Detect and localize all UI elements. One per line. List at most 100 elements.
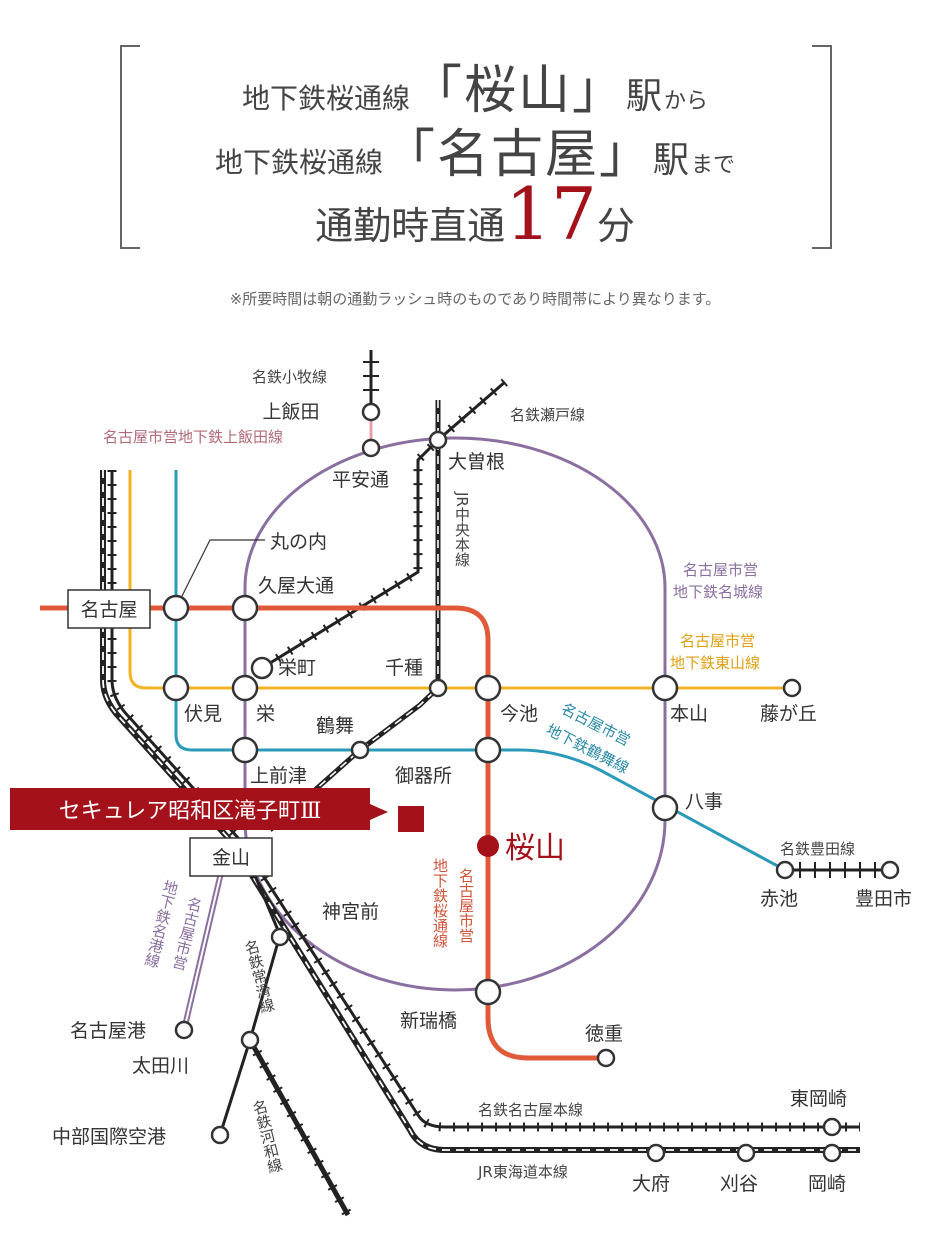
label-sakurayama: 桜山: [505, 831, 565, 866]
line-label-tokoname: 名鉄常滑線: [241, 938, 277, 1015]
station-nagoya-box: [67, 589, 151, 629]
line-label-meitetsu-honsen: 名鉄名古屋本線: [478, 1101, 583, 1119]
label-akaike: 赤池: [760, 888, 798, 910]
station-obu: [646, 1143, 666, 1163]
label-centrair: 中部国際空港: [52, 1126, 166, 1148]
property-pointer: [370, 804, 388, 820]
line-label-komaki: 名鉄小牧線: [252, 368, 327, 386]
station-yagoto: [651, 794, 679, 822]
label-otagawa: 太田川: [132, 1055, 189, 1077]
station-imaike: [474, 674, 502, 702]
label-jingu-mae: 神宮前: [322, 901, 379, 923]
station-higashi-okazaki: [822, 1117, 842, 1137]
label-ozone: 大曽根: [448, 451, 505, 473]
label-tsurumai: 鶴舞: [316, 715, 354, 737]
station-kanayama-box: [189, 837, 273, 877]
line-label-seto: 名鉄瀬戸線: [510, 406, 585, 424]
label-kamiiida: 上飯田: [262, 401, 319, 423]
station-toyotashi: [880, 860, 900, 880]
station-kariya: [736, 1143, 756, 1163]
label-motoyama: 本山: [670, 703, 708, 725]
label-higashi-okazaki: 東岡崎: [790, 1088, 847, 1110]
line-label-meijo-2: 地下鉄名城線: [673, 583, 763, 601]
station-nagoya-label: 名古屋: [80, 599, 137, 621]
label-okazaki: 岡崎: [808, 1173, 846, 1195]
meitetsu-tokoname-line: [218, 839, 282, 1136]
label-kariya: 刈谷: [720, 1173, 758, 1195]
line-label-kamiiida: 名古屋市営地下鉄上飯田線: [103, 428, 283, 446]
label-nagoyako: 名古屋港: [70, 1020, 146, 1042]
station-hisaya-odori: [231, 594, 259, 622]
line-label-sakura-dori-1: 名古屋市営: [457, 868, 475, 943]
headline-line1: 地下鉄桜通線「桜山」駅から: [241, 61, 709, 121]
meijo-line: [243, 436, 667, 992]
property-banner: [10, 788, 370, 830]
jr-chuo-line: [268, 400, 441, 832]
minutes-value: 17: [505, 172, 597, 256]
label-kamimaezu: 上前津: [250, 765, 307, 787]
headline-line2: 地下鉄桜通線「名古屋」駅まで: [214, 125, 736, 185]
station-shinmizuho: [474, 978, 502, 1006]
meitetsu-kowa-line: [245, 1037, 353, 1218]
label-obu: 大府: [632, 1173, 670, 1195]
label-shinmizuho: 新瑞橋: [400, 1010, 457, 1032]
station-centrair: [210, 1125, 230, 1145]
label-heian-dori: 平安通: [332, 469, 389, 491]
meitetsu-seto-line: [259, 378, 508, 672]
station-kamiiida: [361, 402, 381, 422]
station-jingu-mae: [270, 927, 290, 947]
label-fujigaoka: 藤が丘: [760, 703, 817, 725]
station-chikusa: [428, 678, 448, 698]
station-akaike: [775, 860, 795, 880]
label-yagoto: 八事: [685, 791, 723, 813]
station-okazaki: [822, 1143, 842, 1163]
station-nagoyako: [174, 1020, 194, 1040]
header: 地下鉄桜通線「桜山」駅から 地下鉄桜通線「名古屋」駅まで 通勤時直通17分 ※所…: [0, 0, 950, 320]
station-ozone: [428, 430, 448, 450]
station-otagawa: [240, 1030, 260, 1050]
meitetsu-komaki-line: [363, 350, 379, 412]
left-bracket: [120, 45, 140, 249]
station-gokiso: [474, 736, 502, 764]
line-label-higashiyama-2: 地下鉄東山線: [670, 654, 760, 672]
station-fujigaoka: [782, 678, 802, 698]
station-heian-dori: [361, 438, 381, 458]
label-sakae: 栄: [256, 703, 275, 725]
right-bracket: [812, 45, 832, 249]
station-sakurayama: [477, 835, 499, 857]
label-toyotashi: 豊田市: [855, 888, 912, 910]
line-label-kowa: 名鉄河和線: [249, 1098, 285, 1175]
property-marker: [398, 806, 424, 832]
station-marunouchi: [162, 594, 190, 622]
label-imaike: 今池: [500, 703, 538, 725]
line-label-jr-chuo: JR中央本線: [453, 491, 471, 567]
label-chikusa: 千種: [385, 657, 423, 679]
station-tsurumai: [350, 740, 370, 760]
label-marunouchi: 丸の内: [270, 531, 327, 553]
station-motoyama: [651, 674, 679, 702]
station-sakae-machi: [250, 656, 274, 680]
line-label-toyota: 名鉄豊田線: [780, 840, 855, 858]
station-tokushige: [596, 1048, 616, 1068]
label-tokushige: 徳重: [585, 1023, 623, 1045]
sakura-dori-line: [40, 605, 606, 1061]
label-sakae-machi: 栄町: [278, 657, 316, 679]
station-kanayama-label: 金山: [212, 847, 250, 869]
tsurumai-line: [174, 470, 786, 872]
label-hisaya-odori: 久屋大通: [258, 575, 334, 597]
higashiyama-line: [128, 470, 792, 690]
station-kamimaezu: [231, 736, 259, 764]
line-label-meijo-1: 名古屋市営: [683, 561, 758, 579]
station-fushimi: [162, 674, 190, 702]
meitetsu-toyota-line: [785, 862, 890, 878]
label-gokiso: 御器所: [395, 765, 452, 787]
label-fushimi: 伏見: [184, 703, 222, 725]
line-label-sakura-dori-2: 地下鉄桜通線: [431, 858, 449, 948]
footnote: ※所要時間は朝の通勤ラッシュ時のものであり時間帯により異なります。: [229, 290, 721, 308]
station-sakae: [231, 674, 259, 702]
line-label-jr-tokaido: JR東海道本線: [477, 1163, 568, 1181]
property-label: セキュレア昭和区滝子町Ⅲ: [59, 799, 322, 824]
line-label-higashiyama-1: 名古屋市営: [680, 632, 755, 650]
headline-line3: 通勤時直通17分: [315, 172, 635, 256]
